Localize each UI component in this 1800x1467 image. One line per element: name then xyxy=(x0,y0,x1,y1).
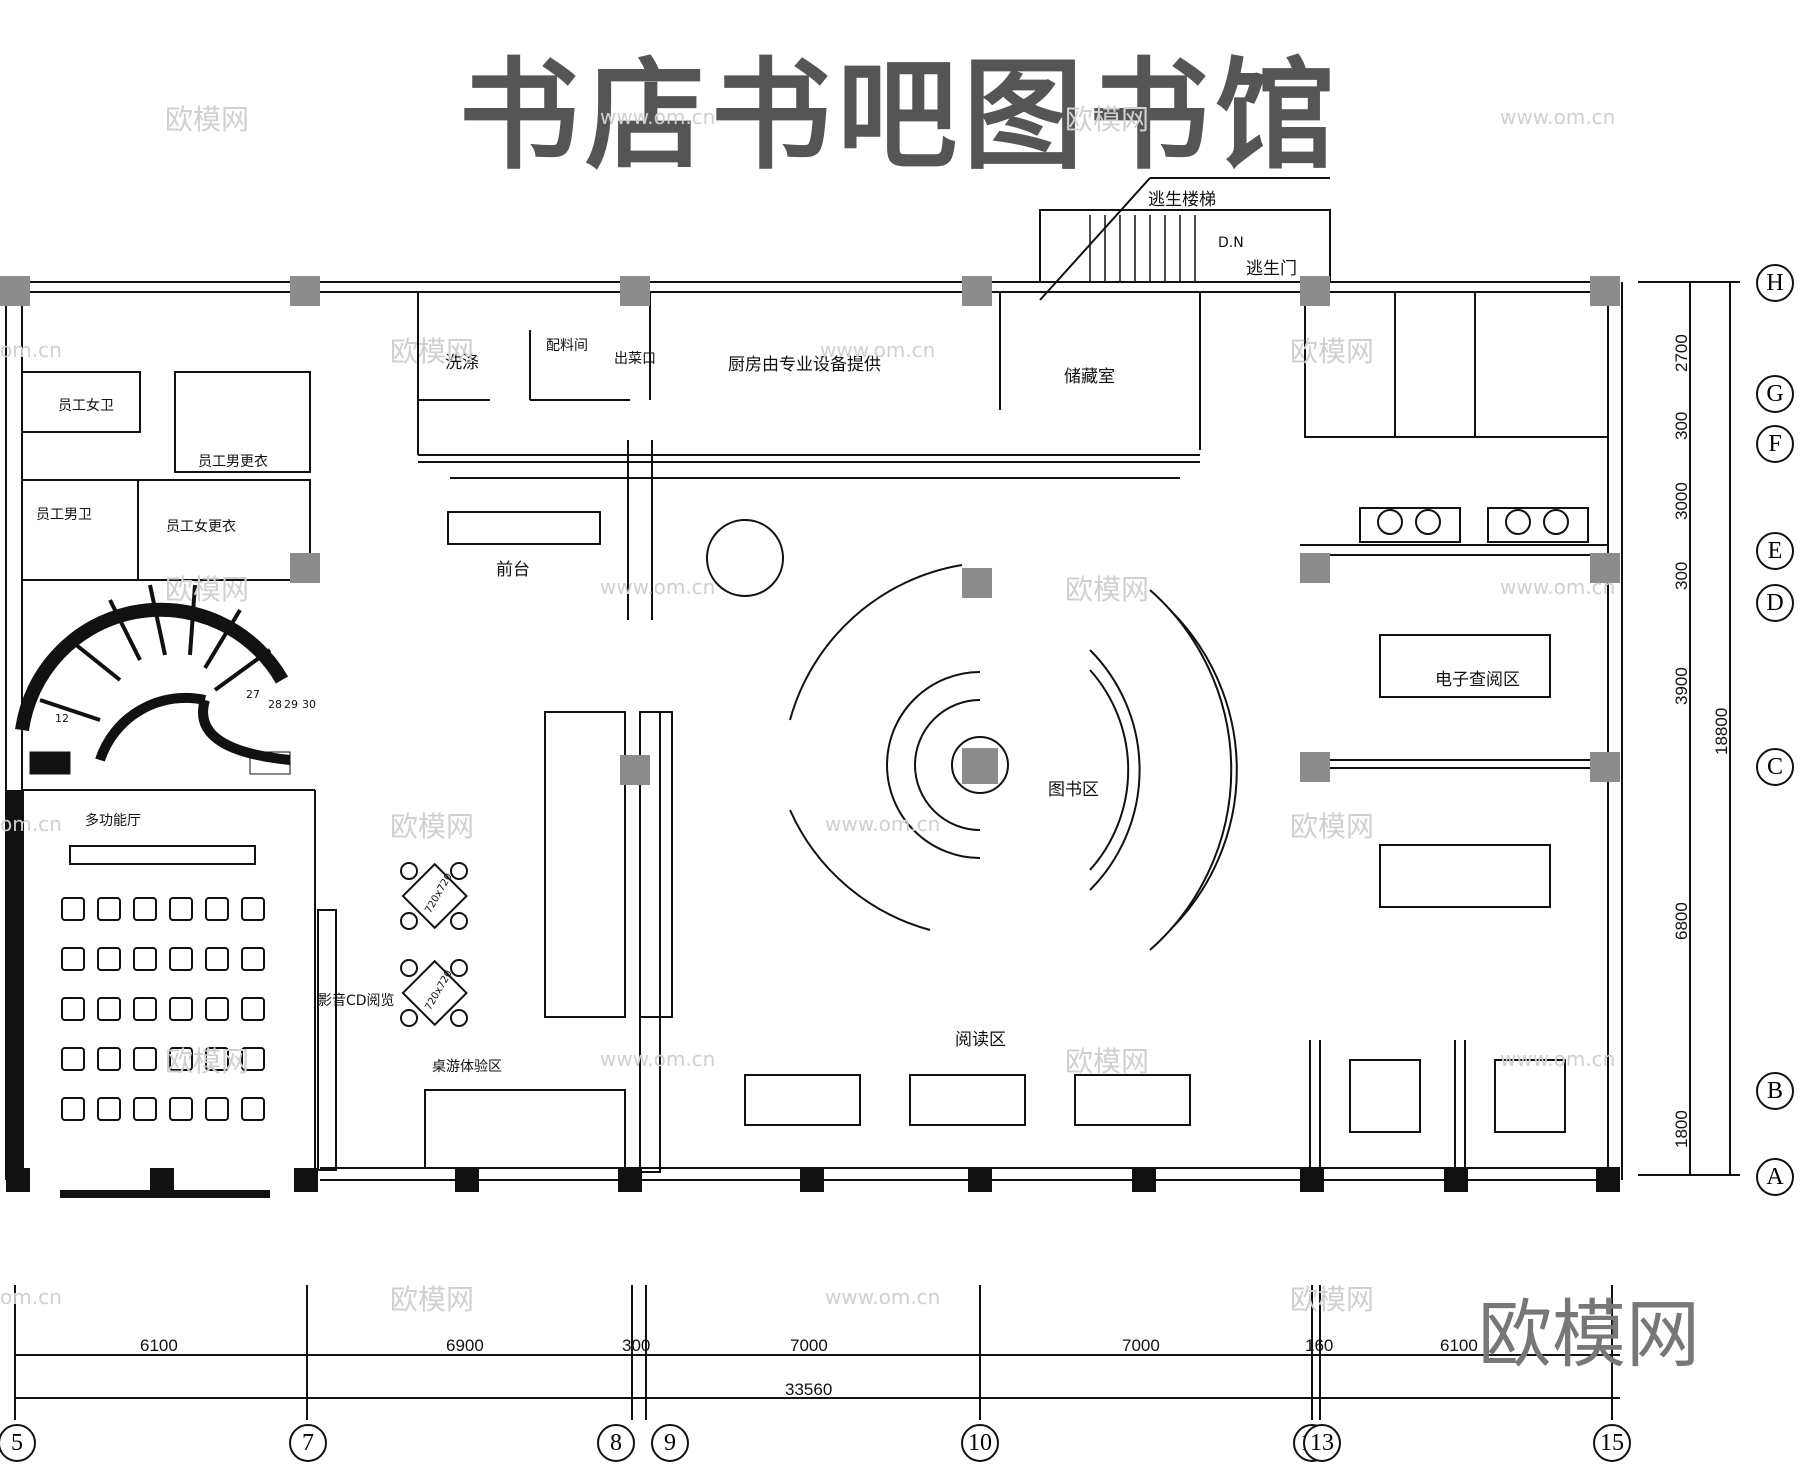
dim-6100-b: 6100 xyxy=(1440,1336,1478,1355)
room-label-front-desk: 前台 xyxy=(496,560,530,580)
axis-col-7: 7 xyxy=(289,1424,327,1462)
watermark: 欧模网 xyxy=(1065,103,1150,136)
watermark: 欧模网 xyxy=(1065,1045,1150,1078)
axis-col-10: 10 xyxy=(961,1424,999,1462)
axis-col-13: 13 xyxy=(1303,1424,1341,1462)
drawing-title: 书店书吧图书馆 xyxy=(459,47,1341,186)
watermark-url: www.om.cn xyxy=(825,1285,941,1309)
axis-row-G: G xyxy=(1756,375,1794,413)
room-label-female-locker: 员工女更衣 xyxy=(166,519,236,535)
dim-v-2700: 2700 xyxy=(1672,334,1691,372)
watermark-url: www.om.cn xyxy=(1500,105,1616,129)
watermark: 欧模网 xyxy=(165,573,250,606)
structural-columns xyxy=(0,276,1620,785)
dim-v-3900: 3900 xyxy=(1672,667,1691,705)
watermark-url: om.cn xyxy=(0,1285,62,1309)
watermark-url: www.om.cn xyxy=(600,105,716,129)
watermark: 欧模网 xyxy=(390,1283,475,1316)
room-label-female-wc: 员工女卫 xyxy=(58,398,114,414)
walls xyxy=(0,177,1623,1181)
axis-col-9: 9 xyxy=(651,1424,689,1462)
watermark: 欧模网 xyxy=(165,103,250,136)
hall-seats xyxy=(61,897,265,1121)
room-label-av-cd: 影音CD阅览 xyxy=(318,993,395,1009)
watermark-url: www.om.cn xyxy=(1500,575,1616,599)
stair-number: 29 xyxy=(284,698,298,711)
stair-number: 30 xyxy=(302,698,316,711)
watermark-url: www.om.cn xyxy=(600,575,716,599)
bookshelf-arcs xyxy=(706,519,1238,951)
axis-col-15: 15 xyxy=(1593,1424,1631,1462)
stair-number: 12 xyxy=(55,712,69,725)
axis-col-5: 5 xyxy=(0,1424,36,1462)
watermark: 欧模网 xyxy=(1065,573,1150,606)
room-label-chucai: 出菜口 xyxy=(614,351,656,367)
watermark-url: www.om.cn xyxy=(600,1047,716,1071)
axis-row-A: A xyxy=(1756,1158,1794,1196)
room-label-e-reading: 电子查阅区 xyxy=(1435,670,1520,690)
room-label-male-wc: 员工男卫 xyxy=(36,507,92,523)
room-label-books: 图书区 xyxy=(1048,780,1099,800)
watermark: 欧模网 xyxy=(1290,810,1375,843)
dim-v-3000: 3000 xyxy=(1672,482,1691,520)
dim-6100-a: 6100 xyxy=(140,1336,178,1355)
dim-6900: 6900 xyxy=(446,1336,484,1355)
dim-7000-b: 7000 xyxy=(1122,1336,1160,1355)
dim-300: 300 xyxy=(622,1336,651,1355)
axis-row-H: H xyxy=(1756,264,1794,302)
watermark: 欧模网 xyxy=(390,810,475,843)
axis-col-8: 8 xyxy=(597,1424,635,1462)
axis-row-D: D xyxy=(1756,584,1794,622)
stair-number: 27 xyxy=(246,688,260,701)
dim-v-300-a: 300 xyxy=(1672,411,1691,440)
watermark: 欧模网 xyxy=(1290,1283,1375,1316)
axis-row-B: B xyxy=(1756,1072,1794,1110)
spiral-stair xyxy=(15,584,291,775)
watermark-url: www.om.cn xyxy=(1500,1047,1616,1071)
dim-v-1800: 1800 xyxy=(1672,1110,1691,1148)
watermark: 欧模网 xyxy=(165,1045,250,1078)
board-game-tables xyxy=(400,634,1566,1133)
escape-stair-treads xyxy=(1089,215,1196,282)
dim-v-6800: 6800 xyxy=(1672,902,1691,940)
watermark-url: www.om.cn xyxy=(820,338,936,362)
dim-v-total: 18800 xyxy=(1712,707,1731,755)
brand-logo-text: 欧模网 xyxy=(1478,1292,1700,1378)
room-label-male-locker: 员工男更衣 xyxy=(198,454,268,470)
room-label-xidi: 洗涤 xyxy=(445,353,479,373)
label-escape-stair: 逃生楼梯 xyxy=(1148,190,1216,210)
room-label-board-game: 桌游体验区 xyxy=(432,1059,502,1075)
dim-7000-a: 7000 xyxy=(790,1336,828,1355)
stair-number: 28 xyxy=(268,698,282,711)
base-columns xyxy=(6,790,1620,1198)
watermark: 欧模网 xyxy=(390,335,475,368)
dim-v-300-b: 300 xyxy=(1672,561,1691,590)
room-label-multi-hall: 多功能厅 xyxy=(85,813,141,829)
room-label-reading: 阅读区 xyxy=(955,1030,1006,1050)
watermark: 欧模网 xyxy=(1290,335,1375,368)
dim-total-horizontal: 33560 xyxy=(785,1380,833,1399)
axis-row-C: C xyxy=(1756,748,1794,786)
watermark-url: www.om.cn xyxy=(825,812,941,836)
axis-row-F: F xyxy=(1756,425,1794,463)
watermark-url: om.cn xyxy=(0,338,62,362)
watermark-url: om.cn xyxy=(0,812,62,836)
room-label-storage: 储藏室 xyxy=(1064,367,1115,387)
axis-row-E: E xyxy=(1756,532,1794,570)
label-escape-door: 逃生门 xyxy=(1246,259,1297,279)
dim-160: 160 xyxy=(1305,1336,1334,1355)
room-label-kitchen: 厨房由专业设备提供 xyxy=(728,355,881,375)
label-down: D.N xyxy=(1218,235,1244,251)
room-label-peiliao: 配料间 xyxy=(546,338,588,354)
